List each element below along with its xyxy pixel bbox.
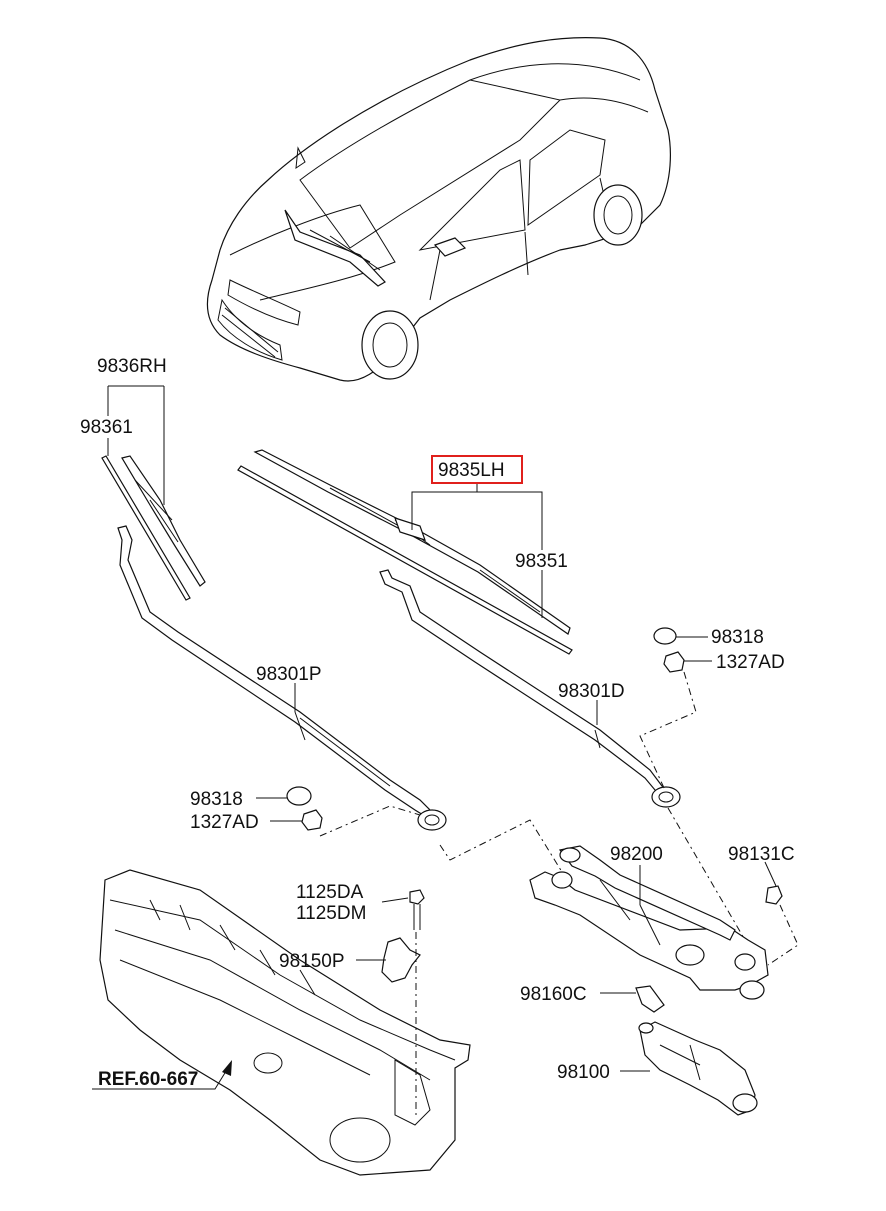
label-1327ad-right: 1327AD — [716, 652, 785, 673]
label-98318-right: 98318 — [711, 627, 764, 648]
label-98200: 98200 — [610, 844, 663, 865]
wiper-motor — [638, 1021, 758, 1116]
label-ref: REF.60-667 — [98, 1069, 198, 1090]
label-98318-left: 98318 — [190, 789, 243, 810]
label-98150p: 98150P — [279, 951, 345, 972]
bracket-98150p — [381, 937, 421, 983]
label-98301p: 98301P — [256, 664, 322, 685]
label-1125da: 1125DA — [296, 882, 364, 903]
car-illustration — [206, 37, 671, 382]
cap-nut-left — [286, 786, 323, 831]
bracket-98160c — [635, 985, 665, 1013]
bolt-1125 — [409, 889, 425, 930]
rh-wiper-arm — [117, 525, 447, 831]
highlight-box — [431, 455, 523, 484]
bolt-98131c — [765, 885, 783, 905]
label-1327ad-left: 1327AD — [190, 812, 259, 833]
assembly-dash-lines — [319, 671, 799, 1115]
leader-lines — [92, 385, 777, 1090]
cap-nut-right — [653, 627, 685, 673]
label-9835lh: 9835LH — [438, 460, 505, 481]
wiper-linkage — [529, 845, 769, 1000]
label-98100: 98100 — [557, 1062, 610, 1083]
label-98361: 98361 — [80, 417, 133, 438]
label-98351: 98351 — [515, 551, 568, 572]
rh-wiper-blade — [101, 455, 206, 601]
label-1125dm: 1125DM — [296, 903, 366, 924]
label-98131c: 98131C — [728, 844, 795, 865]
lh-wiper-arm — [379, 569, 681, 808]
label-98301d: 98301D — [558, 681, 625, 702]
lh-wiper-blade — [237, 449, 573, 655]
label-98160c: 98160C — [520, 984, 587, 1005]
label-9836rh: 9836RH — [97, 356, 167, 377]
